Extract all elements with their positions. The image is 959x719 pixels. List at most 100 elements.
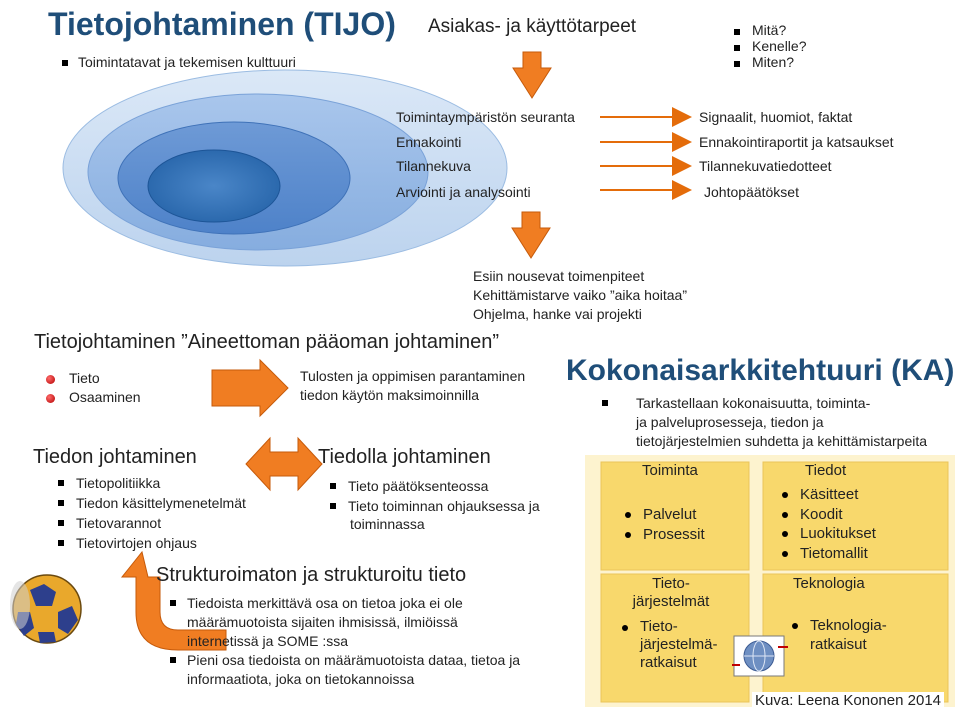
bullet-icon <box>622 625 628 631</box>
intangible-item: Tieto <box>46 369 141 388</box>
ka-cell-teknologia <box>762 573 949 703</box>
right-arrow-icon <box>211 358 289 418</box>
ka-teknologia-title: Teknologia <box>793 575 865 592</box>
ka-tiedot-list: Käsitteet Koodit Luokitukset Tietomallit <box>782 485 876 563</box>
intangible-goals: Tulosten ja oppimisen parantaminen tiedo… <box>300 367 525 405</box>
ka-list-text: Koodit <box>800 505 843 523</box>
ka-list-item: Luokitukset <box>782 524 876 544</box>
question-item: Kenelle? <box>734 38 807 54</box>
actions-block: Esiin nousevat toimenpiteet Kehittämista… <box>473 267 687 324</box>
page-title: Tietojohtaminen (TIJO) <box>48 6 396 42</box>
ka-list-item: Prosessit <box>625 525 705 545</box>
tijo-subtitle-text: Toimintatavat ja tekemisen kulttuuri <box>78 54 296 70</box>
bullet-icon <box>782 531 788 537</box>
lead-with-item-cont: toiminnassa <box>350 516 425 532</box>
down-arrow-icon <box>511 211 551 259</box>
bullet-icon <box>782 492 788 498</box>
knowledge-mgmt-item: Tietovarannot <box>58 513 246 533</box>
structure-line: internetissä ja SOME :ssa <box>187 633 349 649</box>
action-line: Kehittämistarve vaiko ”aika hoitaa” <box>473 287 687 303</box>
image-credit: Kuva: Leena Kononen 2014 <box>752 692 944 709</box>
action-line: Ohjelma, hanke vai projekti <box>473 306 642 322</box>
bullet-icon <box>625 512 631 518</box>
knowledge-mgmt-item: Tietopolitiikka <box>58 473 246 493</box>
structure-item: Tiedoista merkittävä osa on tietoa joka … <box>170 594 520 651</box>
tijo-subtitle: Toimintatavat ja tekemisen kulttuuri <box>62 54 296 70</box>
bullet-icon <box>46 393 55 403</box>
output-label: Johtopäätökset <box>704 184 799 200</box>
ball-icon <box>10 574 82 644</box>
ka-list-text: Tieto- <box>640 618 678 635</box>
ka-list-text: Prosessit <box>643 526 705 543</box>
ka-list-text: ratkaisut <box>810 636 867 653</box>
question-item: Miten? <box>734 54 807 70</box>
output-label: Signaalit, huomiot, faktat <box>699 109 853 125</box>
ka-list-text: Palvelut <box>643 506 697 523</box>
knowledge-mgmt-item: Tiedon käsittelymenetelmät <box>58 493 246 513</box>
ka-desc: Tarkastellaan kokonaisuutta, toiminta- j… <box>602 394 927 451</box>
intangible-item: Osaaminen <box>46 388 141 407</box>
nested-ellipses <box>62 69 508 267</box>
structure-title: Strukturoimaton ja strukturoitu tieto <box>156 564 467 586</box>
ka-list-text: Käsitteet <box>800 486 859 503</box>
down-arrow-icon <box>512 51 552 99</box>
stage-label: Tilannekuva <box>396 158 471 174</box>
ka-tietojarj-list: Tieto- järjestelmä- ratkaisut <box>622 618 718 672</box>
action-line: Esiin nousevat toimenpiteet <box>473 268 645 284</box>
structure-line: informaatiota, joka on tietokannoissa <box>187 671 415 687</box>
ka-toiminta-title: Toiminta <box>642 462 698 479</box>
curved-arrow-icon <box>120 550 227 651</box>
intangible-item-text: Osaaminen <box>69 389 141 405</box>
ka-list-item: Tietomallit <box>782 544 876 564</box>
ka-teknologia-list: Teknologia- ratkaisut <box>792 616 887 654</box>
knowledge-mgmt-item: Tietovirtojen ohjaus <box>58 533 246 553</box>
ka-list-text: Teknologia- <box>810 617 887 634</box>
ka-title: Kokonaisarkkitehtuuri (KA) <box>566 354 955 387</box>
structure-list: Tiedoista merkittävä osa on tietoa joka … <box>170 594 520 689</box>
ka-list-item: Teknologia- ratkaisut <box>792 616 887 654</box>
ka-cell-title-line: Tieto- <box>652 575 690 592</box>
lead-with-list: Tieto päätöksenteossa Tieto toiminnan oh… <box>330 476 540 516</box>
network-icon <box>732 635 788 677</box>
ka-cell-title-line: järjestelmät <box>632 593 710 610</box>
ka-tietojarj-title: Tieto- järjestelmät <box>626 575 716 611</box>
intangible-title: Tietojohtaminen ”Aineettoman pääoman joh… <box>34 331 500 353</box>
output-label: Tilannekuvatiedotteet <box>699 158 832 174</box>
structure-line: määrämuotoista sijaiten ihmisissä, ilmiö… <box>187 614 458 630</box>
stage-output-arrows <box>600 107 692 200</box>
stage-label: Ennakointi <box>396 134 462 150</box>
ka-list-text: Tietomallit <box>800 544 868 562</box>
ka-list-text: Luokitukset <box>800 525 876 542</box>
question-item: Mitä? <box>734 22 807 38</box>
goal-line: tiedon käytön maksimoinnilla <box>300 387 479 403</box>
ka-desc-line: tietojärjestelmien suhdetta ja kehittämi… <box>636 433 928 449</box>
stage-label: Arviointi ja analysointi <box>396 184 531 200</box>
ka-list-text: ratkaisut <box>640 654 697 671</box>
ka-toiminta-list: Palvelut Prosessit <box>625 505 705 545</box>
knowledge-mgmt-list: Tietopolitiikka Tiedon käsittelymenetelm… <box>58 473 246 553</box>
knowledge-mgmt-title: Tiedon johtaminen <box>33 446 197 468</box>
bullet-icon <box>625 532 631 538</box>
ka-list-item: Käsitteet <box>782 485 876 505</box>
lead-with-item: Tieto toiminnan ohjauksessa ja <box>330 496 540 516</box>
lead-with-item: Tieto päätöksenteossa <box>330 476 540 496</box>
bullet-icon <box>782 550 788 557</box>
ka-list-item: Tieto- järjestelmä- ratkaisut <box>622 618 718 672</box>
ka-desc-line: Tarkastellaan kokonaisuutta, toiminta- <box>636 395 871 411</box>
goal-line: Tulosten ja oppimisen parantaminen <box>300 368 526 384</box>
structure-line: Pieni osa tiedoista on määrämuotoista da… <box>187 652 521 668</box>
bullet-icon <box>170 657 176 663</box>
structure-item: Pieni osa tiedoista on määrämuotoista da… <box>170 651 520 689</box>
double-arrow-icon <box>245 436 323 492</box>
structure-line: Tiedoista merkittävä osa on tietoa joka … <box>187 595 463 611</box>
bullet-icon <box>792 623 798 629</box>
ka-cell-tietojarjestelmat <box>600 573 750 703</box>
stage-label: Toimintaympäristön seuranta <box>396 109 575 125</box>
bullet-icon <box>782 511 788 518</box>
ka-list-item: Koodit <box>782 505 876 525</box>
bullet-icon <box>602 400 608 406</box>
ka-desc-line: ja palveluprosesseja, tiedon ja <box>636 414 824 430</box>
bullet-icon <box>46 374 55 384</box>
lead-with-title: Tiedolla johtaminen <box>318 446 491 468</box>
